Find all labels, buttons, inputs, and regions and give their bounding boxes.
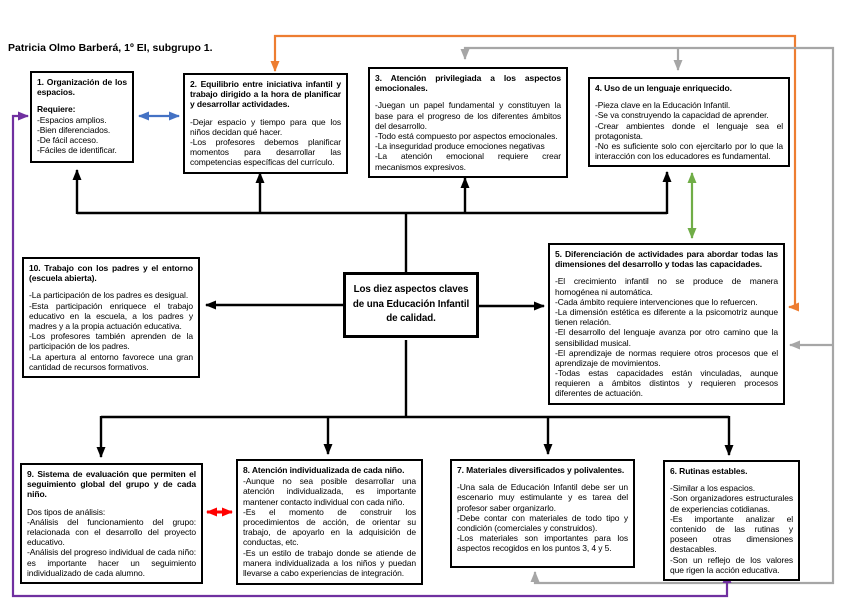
- box-7-title: 7. Materiales diversificados y polivalen…: [457, 465, 625, 475]
- box-10-title: 10. Trabajo con los padres y el entorno …: [29, 263, 193, 284]
- box-1-items: -Espacios amplios. -Bien diferenciados. …: [37, 114, 117, 156]
- center-box-titulo: Los diez aspectos claves de una Educació…: [343, 272, 479, 338]
- box-2-equilibrio-iniciativa: 2. Equilibrio entre iniciativa infantil …: [183, 73, 348, 174]
- box-2-items: -Dejar espacio y tiempo para que los niñ…: [190, 116, 341, 168]
- box-9-subtitle: Dos tipos de análisis:: [27, 506, 106, 517]
- box-7-items: -Una sala de Educación Infantil debe ser…: [457, 482, 628, 554]
- box-5-title: 5. Diferenciación de actividades para ab…: [555, 249, 778, 270]
- box-10-trabajo-padres-entorno: 10. Trabajo con los padres y el entorno …: [22, 257, 200, 378]
- box-5-diferenciacion-actividades: 5. Diferenciación de actividades para ab…: [548, 243, 785, 405]
- box-1-subtitle: Requiere:: [37, 104, 76, 115]
- box-1-title: 1. Organización de los espacios.: [37, 77, 127, 98]
- box-3-title: 3. Atención privilegiada a los aspectos …: [375, 73, 561, 94]
- box-9-title: 9. Sistema de evaluación que permiten el…: [27, 469, 196, 500]
- box-6-items: -Similar a los espacios. -Son organizado…: [670, 483, 793, 575]
- box-3-items: -Juegan un papel fundamental y constituy…: [375, 100, 561, 172]
- center-box-text: Los diez aspectos claves de una Educació…: [352, 283, 470, 325]
- box-7-materiales-diversificados: 7. Materiales diversificados y polivalen…: [450, 459, 635, 568]
- box-1-organizacion-espacios: 1. Organización de los espacios. Requier…: [30, 71, 134, 163]
- box-8-atencion-individualizada: 8. Atención individualizada de cada niño…: [236, 459, 423, 585]
- box-8-title: 8. Atención individualizada de cada niño…: [243, 465, 405, 475]
- box-5-items: -El crecimiento infantil no se produce d…: [555, 276, 778, 399]
- box-4-lenguaje-enriquecido: 4. Uso de un lenguaje enriquecido. -Piez…: [588, 77, 790, 168]
- arrow-box2-box5-orange: [270, 34, 799, 312]
- box-6-title: 6. Rutinas estables.: [670, 466, 748, 476]
- box-4-title: 4. Uso de un lenguaje enriquecido.: [595, 83, 732, 93]
- box-4-items: -Pieza clave en la Educación Infantil. -…: [595, 100, 783, 162]
- box-10-items: -La participación de los padres es desig…: [29, 290, 193, 372]
- arrow-box1-box6-purple: [11, 111, 732, 598]
- box-8-items: -Aunque no sea posible desarrollar una a…: [243, 476, 416, 578]
- box-9-items: -Análisis del funcionamiento del grupo: …: [27, 516, 196, 578]
- box-3-atencion-emocional: 3. Atención privilegiada a los aspectos …: [368, 67, 568, 178]
- box-6-rutinas-estables: 6. Rutinas estables. -Similar a los espa…: [663, 460, 800, 581]
- box-9-sistema-evaluacion: 9. Sistema de evaluación que permiten el…: [20, 463, 203, 584]
- box-2-title: 2. Equilibrio entre iniciativa infantil …: [190, 79, 341, 110]
- author-line: Patricia Olmo Barberá, 1º EI, subgrupo 1…: [8, 42, 213, 54]
